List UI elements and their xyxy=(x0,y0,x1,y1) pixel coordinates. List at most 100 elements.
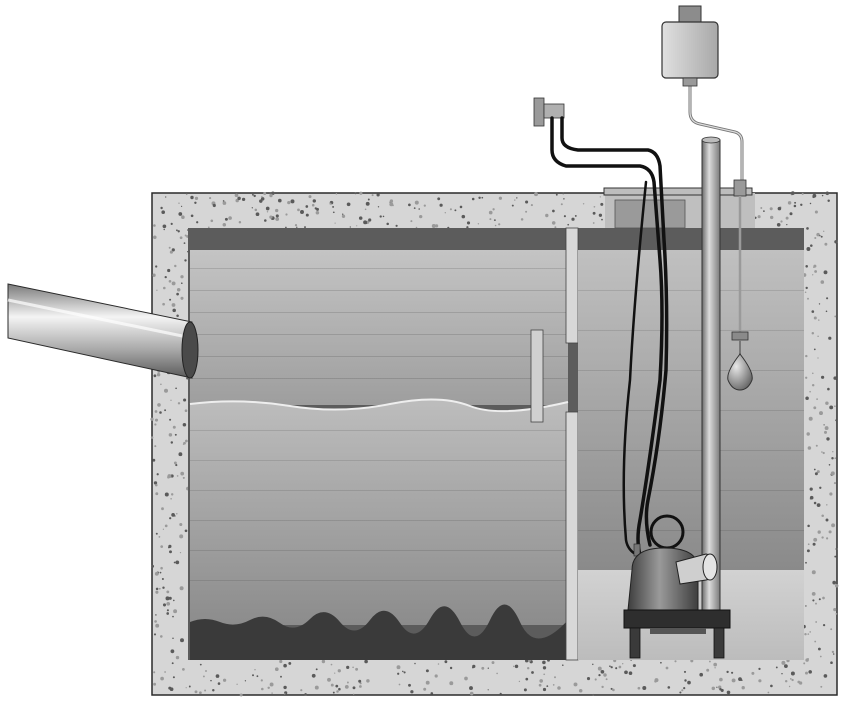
concrete-speck xyxy=(164,388,168,393)
concrete-speck xyxy=(165,196,167,198)
concrete-speck xyxy=(525,677,529,681)
concrete-speck xyxy=(713,662,718,667)
concrete-speck xyxy=(334,222,336,224)
concrete-speck xyxy=(831,523,836,528)
concrete-speck xyxy=(780,220,783,223)
concrete-speck xyxy=(164,275,167,279)
concrete-speck xyxy=(194,196,199,201)
concrete-speck xyxy=(632,664,636,668)
concrete-speck xyxy=(175,655,180,660)
concrete-speck xyxy=(222,201,227,205)
concrete-speck xyxy=(819,486,822,489)
concrete-speck xyxy=(560,203,563,206)
concrete-speck xyxy=(336,690,339,693)
concrete-speck xyxy=(546,685,549,688)
concrete-speck xyxy=(597,666,602,671)
concrete-speck xyxy=(354,192,357,195)
concrete-speck xyxy=(176,288,181,292)
concrete-speck xyxy=(182,668,185,671)
concrete-texture xyxy=(150,191,839,697)
concrete-speck xyxy=(266,211,269,213)
baffle-wall xyxy=(530,227,579,661)
concrete-speck xyxy=(582,203,585,205)
concrete-speck xyxy=(512,665,515,668)
concrete-speck xyxy=(363,220,368,225)
concrete-speck xyxy=(403,671,406,674)
concrete-speck xyxy=(175,560,180,565)
concrete-speck xyxy=(469,686,473,691)
inlet-pipe-icon xyxy=(7,283,199,379)
concrete-speck xyxy=(552,684,555,686)
concrete-speck xyxy=(812,274,814,276)
concrete-speck xyxy=(829,492,833,496)
concrete-speck xyxy=(828,336,832,340)
sludge-layer xyxy=(190,604,568,660)
concrete-speck xyxy=(184,409,188,413)
concrete-speck xyxy=(466,221,471,225)
concrete-speck xyxy=(834,405,836,408)
concrete-speck xyxy=(437,197,441,201)
control-panel-icon xyxy=(661,5,719,87)
concrete-speck xyxy=(820,685,823,688)
concrete-speck xyxy=(212,203,216,208)
concrete-speck xyxy=(419,214,423,219)
concrete-speck xyxy=(252,674,254,677)
concrete-speck xyxy=(551,221,556,225)
concrete-speck xyxy=(823,230,825,232)
concrete-speck xyxy=(212,689,215,692)
concrete-speck xyxy=(177,402,181,405)
concrete-speck xyxy=(167,474,172,479)
concrete-speck xyxy=(690,659,694,663)
concrete-speck xyxy=(787,201,792,205)
concrete-speck xyxy=(382,215,385,218)
concrete-speck xyxy=(330,663,333,666)
concrete-speck xyxy=(835,613,838,615)
concrete-speck xyxy=(181,215,185,219)
concrete-speck xyxy=(449,681,454,686)
concrete-speck xyxy=(368,218,372,222)
concrete-speck xyxy=(180,205,183,208)
concrete-speck xyxy=(491,661,495,665)
concrete-speck xyxy=(194,201,197,204)
concrete-speck xyxy=(741,679,743,681)
concrete-speck xyxy=(154,410,158,413)
concrete-speck xyxy=(731,671,734,674)
concrete-speck xyxy=(805,561,807,564)
concrete-speck xyxy=(681,689,684,692)
concrete-speck xyxy=(283,685,287,690)
concrete-speck xyxy=(794,201,797,204)
concrete-speck xyxy=(156,473,159,476)
concrete-speck xyxy=(160,545,164,548)
concrete-speck xyxy=(269,192,271,194)
concrete-speck xyxy=(224,217,228,221)
concrete-speck xyxy=(816,470,820,474)
concrete-speck xyxy=(511,204,514,207)
concrete-speck xyxy=(478,196,481,200)
concrete-speck xyxy=(300,689,303,692)
concrete-speck xyxy=(353,693,355,695)
concrete-speck xyxy=(830,471,835,476)
concrete-speck xyxy=(542,666,547,670)
concrete-speck xyxy=(814,236,817,240)
concrete-speck xyxy=(820,375,825,379)
concrete-speck xyxy=(819,655,822,658)
concrete-speck xyxy=(178,212,183,216)
concrete-speck xyxy=(294,224,298,227)
concrete-speck xyxy=(600,669,605,674)
concrete-speck xyxy=(285,226,287,229)
concrete-speck xyxy=(160,635,163,638)
concrete-speck xyxy=(444,660,448,664)
concrete-speck xyxy=(155,483,158,487)
concrete-speck xyxy=(594,678,597,681)
concrete-speck xyxy=(805,671,808,675)
concrete-speck xyxy=(555,193,558,196)
concrete-speck xyxy=(410,220,413,223)
concrete-speck xyxy=(171,248,175,252)
concrete-speck xyxy=(827,199,830,203)
concrete-speck xyxy=(798,681,803,685)
concrete-speck xyxy=(239,693,243,697)
concrete-speck xyxy=(803,662,806,665)
concrete-speck xyxy=(312,199,316,203)
concrete-speck xyxy=(499,692,502,695)
concrete-speck xyxy=(254,208,258,212)
